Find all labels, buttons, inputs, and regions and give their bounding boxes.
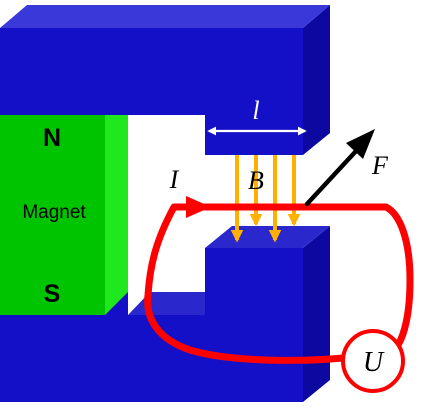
current-label: I <box>169 165 180 194</box>
force-indicator: F <box>304 129 389 207</box>
force-arrow-head <box>346 129 375 159</box>
south-pole-label: S <box>44 280 61 308</box>
current-arrow-head <box>186 196 211 218</box>
magnet-label: Magnet <box>22 202 86 223</box>
length-indicator: l <box>207 96 307 136</box>
yoke-top-side-face <box>303 5 330 155</box>
yoke-top-front <box>0 28 303 115</box>
magnet-side-face <box>105 115 128 315</box>
yoke-inner-shelf <box>128 292 205 315</box>
voltage-source-circle <box>341 329 405 393</box>
yoke-lower-pole-front <box>205 248 303 315</box>
permanent-magnet: N Magnet S <box>0 115 128 315</box>
field-arrows: B <box>230 155 301 243</box>
yoke-bottom-side-face <box>303 226 330 402</box>
voltage-source-label: U <box>363 347 385 378</box>
force-arrow-shaft <box>304 147 360 207</box>
field-label: B <box>248 166 264 195</box>
wire-loop <box>144 203 414 364</box>
magnet-front-face <box>0 115 105 315</box>
voltage-source: U <box>341 329 405 393</box>
force-label: F <box>371 151 389 180</box>
current-loop: I <box>144 165 414 364</box>
north-pole-label: N <box>43 124 61 152</box>
yoke-top-face <box>0 5 330 28</box>
length-label: l <box>252 96 259 125</box>
